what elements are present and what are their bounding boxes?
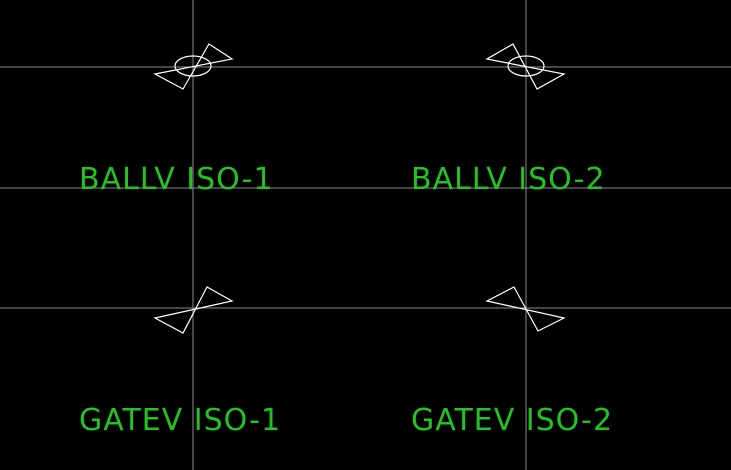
block-label-gatev-iso-2[interactable]: GATEV ISO-2 (411, 403, 613, 438)
gate-valve-iso-1-bowtie (153, 286, 234, 334)
block-label-ballv-iso-1[interactable]: BALLV ISO-1 (79, 162, 274, 197)
ball-valve-iso-1-ball (174, 55, 212, 77)
ball-valve-iso-2-symbol[interactable] (485, 43, 566, 90)
ball-valve-iso-1-bowtie (153, 43, 234, 90)
ball-valve-iso-2-ball (507, 55, 545, 77)
gate-valve-iso-2-symbol[interactable] (485, 286, 566, 332)
block-label-gatev-iso-1[interactable]: GATEV ISO-1 (79, 403, 281, 438)
gate-valve-iso-1-symbol[interactable] (153, 286, 234, 334)
block-label-ballv-iso-2[interactable]: BALLV ISO-2 (411, 162, 606, 197)
ball-valve-iso-1-symbol[interactable] (153, 43, 234, 90)
ball-valve-iso-2-bowtie (485, 43, 566, 90)
gate-valve-iso-2-bowtie (485, 286, 566, 332)
